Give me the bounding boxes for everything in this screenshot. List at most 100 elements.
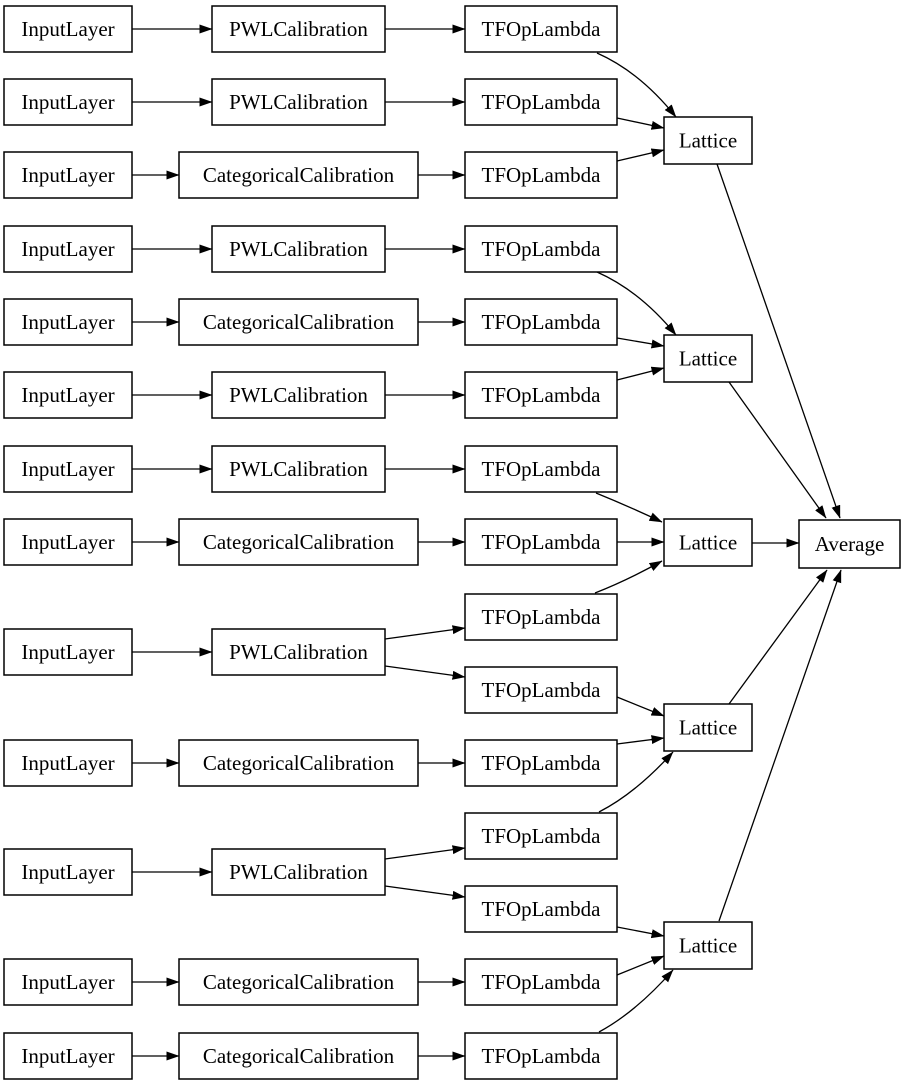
tf11-box [464, 739, 618, 787]
cal2-label: PWLCalibration [229, 90, 368, 114]
lat5-label: Lattice [679, 934, 737, 958]
edge-tf7-lat3 [595, 492, 663, 523]
lat1-box [663, 116, 753, 165]
cal12-box [178, 958, 419, 1006]
cal3-label: CategoricalCalibration [203, 163, 395, 187]
node-cal4: PWLCalibration [211, 225, 386, 273]
lat5-box [663, 921, 753, 970]
cal10-box [178, 739, 419, 787]
node-avg: Average [798, 519, 901, 569]
cal5-label: CategoricalCalibration [203, 310, 395, 334]
tf5-label: TFOpLambda [482, 310, 602, 334]
cal2-box [211, 78, 386, 126]
in4-label: InputLayer [21, 237, 114, 261]
tf4-box [464, 225, 618, 273]
node-cal6: PWLCalibration [211, 371, 386, 419]
in1-box [3, 5, 133, 53]
cal12-label: CategoricalCalibration [203, 970, 395, 994]
tf3-box [464, 151, 618, 199]
node-cal1: PWLCalibration [211, 5, 386, 53]
node-tf12: TFOpLambda [464, 812, 618, 860]
node-tf4: TFOpLambda [464, 225, 618, 273]
in6-label: InputLayer [21, 383, 114, 407]
node-in1: InputLayer [3, 5, 133, 53]
edge-tf1-lat1 [596, 52, 677, 118]
edge-cal9-tf9 [384, 625, 466, 640]
cal6-label: PWLCalibration [229, 383, 368, 407]
node-in6: InputLayer [3, 371, 133, 419]
tf10-box [464, 666, 618, 714]
node-in5: InputLayer [3, 298, 133, 346]
node-in13: InputLayer [3, 1032, 133, 1080]
in5-box [3, 298, 133, 346]
cal11-box [211, 848, 386, 896]
edge-tf12-lat4 [598, 751, 674, 813]
tf9-label: TFOpLambda [482, 605, 602, 629]
cal3-box [178, 151, 419, 199]
in3-box [3, 151, 133, 199]
in11-label: InputLayer [21, 860, 114, 884]
cal13-box [178, 1032, 419, 1080]
edge-lat2-avg [728, 381, 827, 519]
node-cal7: PWLCalibration [211, 445, 386, 493]
edge-tf4-lat2 [596, 271, 677, 336]
edge-tf5-lat2 [616, 337, 665, 349]
in3-label: InputLayer [21, 163, 114, 187]
lat4-label: Lattice [679, 716, 737, 740]
cal9-box [211, 628, 386, 676]
node-cal5: CategoricalCalibration [178, 298, 419, 346]
tf15-label: TFOpLambda [482, 1044, 602, 1068]
node-tf9: TFOpLambda [464, 593, 618, 641]
node-tf13: TFOpLambda [464, 885, 618, 933]
in7-label: InputLayer [21, 457, 114, 481]
tf3-label: TFOpLambda [482, 163, 602, 187]
in10-box [3, 739, 133, 787]
node-tf1: TFOpLambda [464, 5, 618, 53]
node-in10: InputLayer [3, 739, 133, 787]
node-lat4: Lattice [663, 703, 753, 752]
tf12-box [464, 812, 618, 860]
node-lat3: Lattice [663, 518, 753, 567]
node-cal13: CategoricalCalibration [178, 1032, 419, 1080]
edge-tf2-lat1 [616, 117, 665, 130]
in12-label: InputLayer [21, 970, 114, 994]
edge-cal9-tf10 [384, 665, 466, 680]
node-in11: InputLayer [3, 848, 133, 896]
edge-lat1-avg [716, 163, 841, 519]
tf9-box [464, 593, 618, 641]
node-lat1: Lattice [663, 116, 753, 165]
node-tf10: TFOpLambda [464, 666, 618, 714]
lat2-label: Lattice [679, 347, 737, 371]
tf4-label: TFOpLambda [482, 237, 602, 261]
node-in9: InputLayer [3, 628, 133, 676]
cal10-label: CategoricalCalibration [203, 751, 395, 775]
edge-tf10-lat4 [616, 696, 665, 717]
avg-box [798, 519, 901, 569]
cal8-box [178, 518, 419, 566]
in8-box [3, 518, 133, 566]
in7-box [3, 445, 133, 493]
in13-box [3, 1032, 133, 1080]
lat3-label: Lattice [679, 531, 737, 555]
edge-tf13-lat5 [616, 926, 665, 939]
tf12-label: TFOpLambda [482, 824, 602, 848]
in2-box [3, 78, 133, 126]
lat2-box [663, 334, 753, 383]
in8-label: InputLayer [21, 530, 114, 554]
in9-label: InputLayer [21, 640, 114, 664]
cal5-box [178, 298, 419, 346]
in1-label: InputLayer [21, 17, 114, 41]
edge-tf11-lat4 [616, 735, 665, 745]
tf2-label: TFOpLambda [482, 90, 602, 114]
node-cal8: CategoricalCalibration [178, 518, 419, 566]
node-in3: InputLayer [3, 151, 133, 199]
tf13-box [464, 885, 618, 933]
tf13-label: TFOpLambda [482, 897, 602, 921]
node-cal12: CategoricalCalibration [178, 958, 419, 1006]
cal11-label: PWLCalibration [229, 860, 368, 884]
node-tf8: TFOpLambda [464, 518, 618, 566]
node-tf15: TFOpLambda [464, 1032, 618, 1080]
node-cal3: CategoricalCalibration [178, 151, 419, 199]
